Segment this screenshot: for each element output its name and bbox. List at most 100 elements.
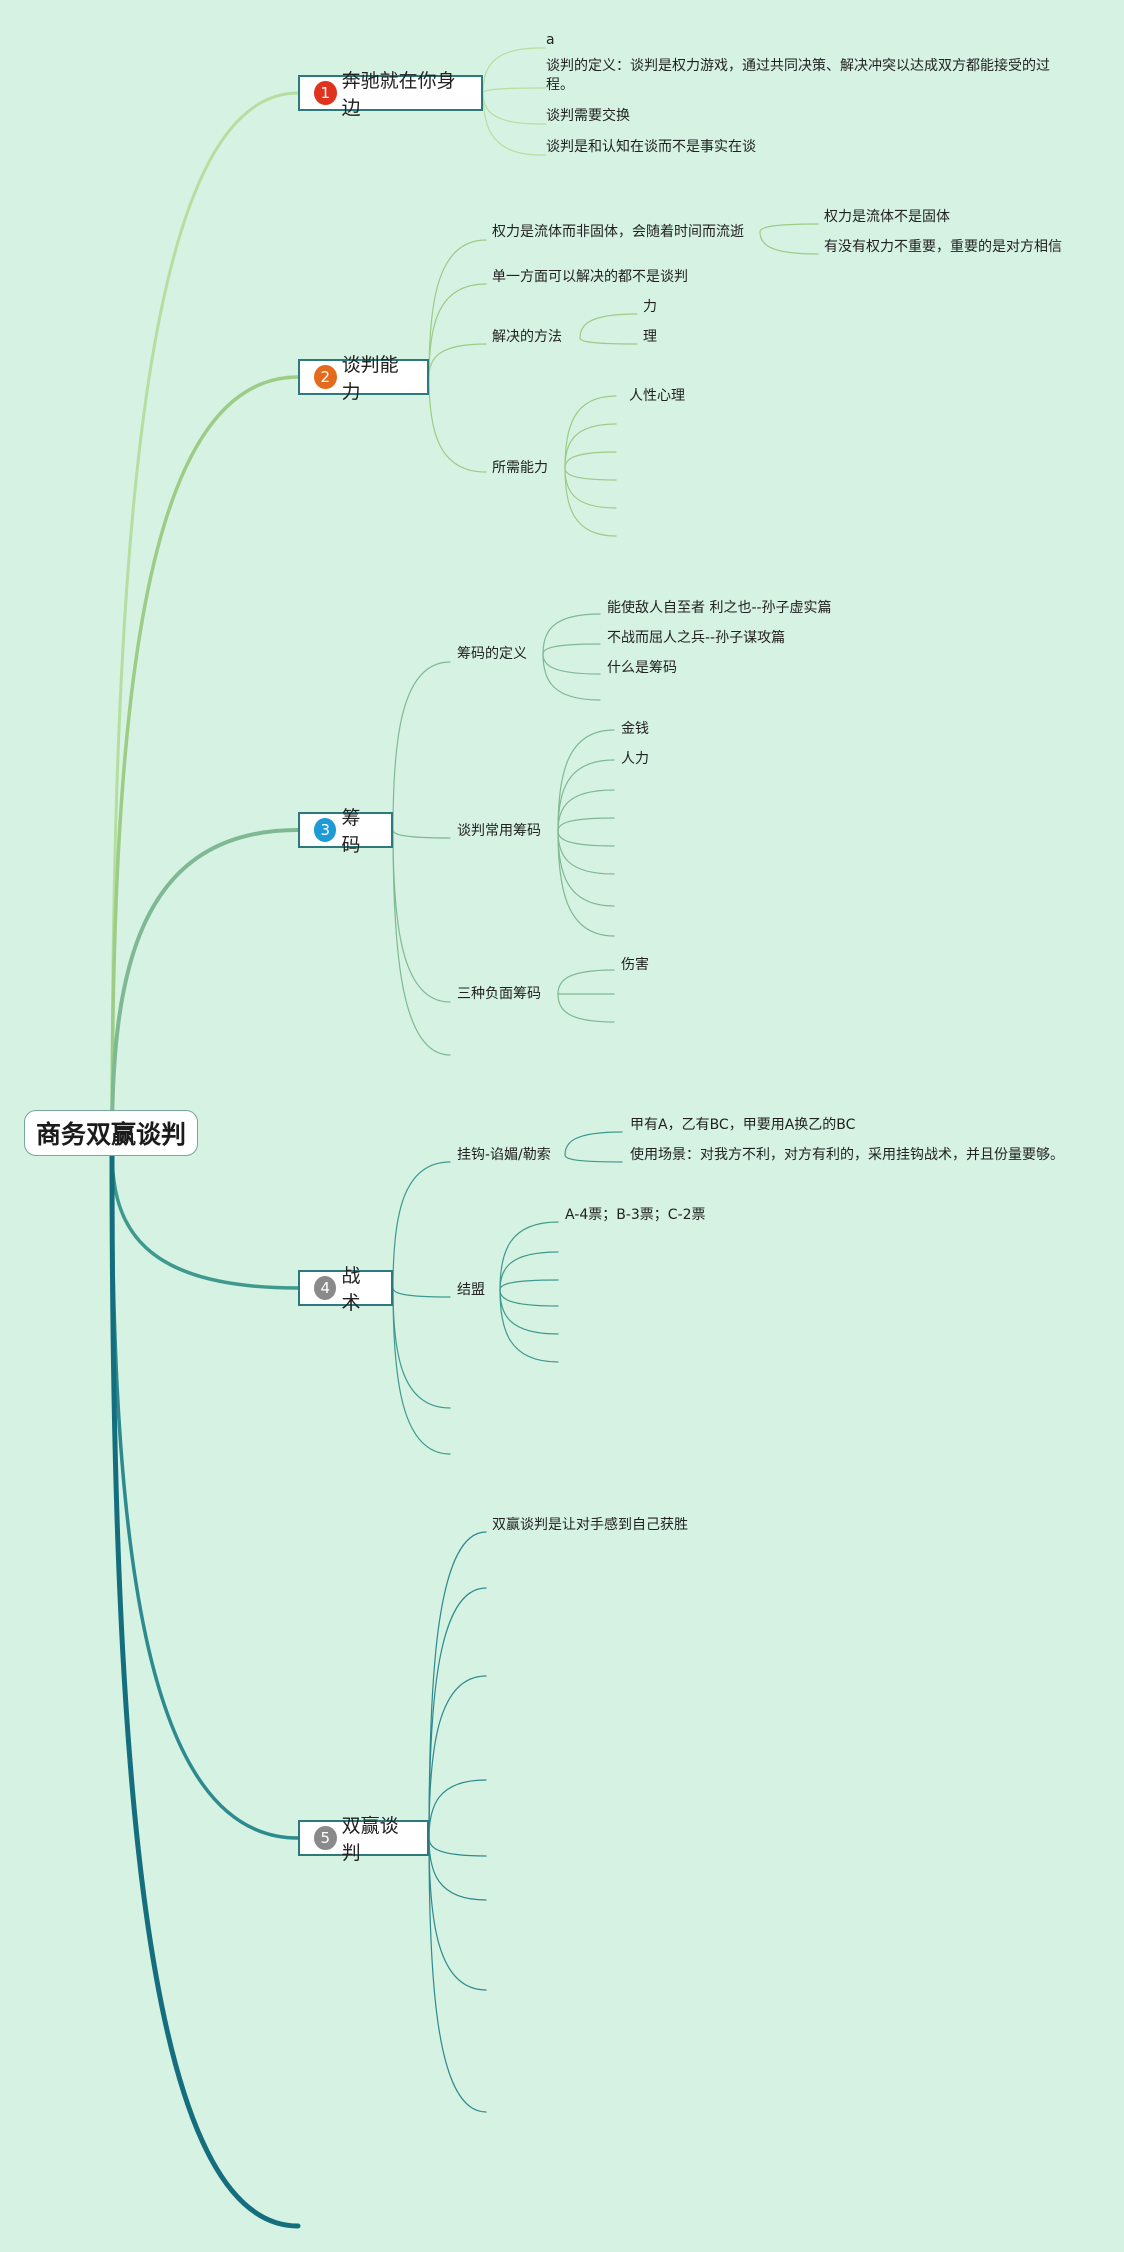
root-topic[interactable]: 商务双赢谈判: [24, 1110, 198, 1156]
trunk-5: [110, 1148, 300, 1840]
trunk-1: [110, 91, 300, 1142]
b2a-link-0: [759, 223, 819, 233]
b4b-link-2: [499, 1279, 559, 1291]
b5-link-0: [428, 1531, 487, 1839]
number-1-badge-icon: 1: [314, 81, 337, 105]
b1-child-3[interactable]: 谈判需要交换: [546, 108, 630, 124]
number-3-badge-icon: 3: [314, 818, 337, 842]
b2-power-fluid[interactable]: 权力是流体而非固体，会随着时间而流逝: [492, 224, 744, 240]
branch-4-label: 战术: [341, 1265, 361, 1314]
b3b-link-5: [557, 830, 615, 875]
b2-methods-sub-2[interactable]: 理: [643, 329, 657, 345]
b2-methods-sub-1[interactable]: 力: [643, 299, 657, 315]
b4-link-0: [392, 1161, 451, 1289]
b2-power-fluid-sub-1[interactable]: 权力是流体不是固体: [824, 209, 950, 225]
b4b-link-4: [499, 1289, 559, 1335]
b1-child-2[interactable]: 谈判的定义：谈判是权力游戏，通过共同决策、解决冲突以达成双方都能接受的过程。: [546, 58, 1050, 93]
b2d-link-1: [564, 423, 617, 469]
branch-5-topic[interactable]: 5 双赢谈判: [298, 1815, 429, 1864]
b3b-link-2: [557, 789, 615, 832]
b3c-link-2: [557, 993, 615, 1023]
b3b-link-4: [557, 830, 615, 847]
b3-def-sub-3[interactable]: 什么是筹码: [607, 660, 677, 676]
b3-common-chips[interactable]: 谈判常用筹码: [457, 823, 541, 839]
trunk-2: [110, 375, 300, 1142]
branch-1-label: 奔驰就在你身边: [341, 70, 456, 119]
branch-2-label: 谈判能力: [341, 354, 399, 403]
b4b-link-3: [499, 1289, 559, 1307]
b4-hook[interactable]: 挂钩-谄媚/勒索: [457, 1147, 551, 1163]
b3-def-sub-1[interactable]: 能使敌人自至者 利之也--孙子虚实篇: [607, 600, 832, 616]
b2c-link-0: [579, 313, 638, 339]
b2d-link-3: [564, 467, 617, 481]
b4b-link-1: [499, 1251, 559, 1291]
b5-link-3: [428, 1779, 487, 1839]
b4a-link-0: [564, 1131, 623, 1156]
b5-child-1[interactable]: 双赢谈判是让对手感到自己获胜: [492, 1517, 688, 1533]
b1-child-1[interactable]: a: [546, 32, 555, 48]
b4b-link-5: [499, 1289, 559, 1363]
b2a-link-1: [759, 231, 819, 255]
b3b-link-3: [557, 817, 615, 832]
b4-link-3: [392, 1287, 451, 1455]
b3a-link-0: [542, 613, 601, 655]
b2d-link-5: [564, 467, 617, 537]
b4a-link-1: [564, 1154, 623, 1163]
b3a-link-2: [542, 653, 601, 675]
b1-link-1: [482, 87, 541, 94]
b3-common-sub-1[interactable]: 金钱: [621, 721, 649, 737]
b3c-link-0: [557, 969, 615, 995]
b5-link-1: [428, 1587, 487, 1839]
trunk-6: [109, 1147, 301, 2229]
b4-link-2: [392, 1287, 451, 1409]
b2-link-1: [428, 283, 487, 378]
b4b-link-0: [499, 1221, 559, 1291]
b3b-link-1: [557, 759, 615, 832]
b3-def-sub-2[interactable]: 不战而屈人之兵--孙子谋攻篇: [607, 630, 786, 646]
b4-alliance-sub-1[interactable]: A-4票；B-3票；C-2票: [565, 1207, 706, 1223]
b3-common-sub-2[interactable]: 人力: [621, 751, 649, 767]
b4-link-1: [392, 1287, 451, 1298]
b4-alliance[interactable]: 结盟: [457, 1282, 485, 1298]
b3-negative-chips[interactable]: 三种负面筹码: [457, 986, 541, 1002]
branch-1-topic[interactable]: 1 奔驰就在你身边: [298, 70, 483, 119]
b2-methods[interactable]: 解决的方法: [492, 329, 562, 345]
b2-abilities-sub-1[interactable]: 人性心理: [629, 388, 685, 404]
b2d-link-4: [564, 467, 617, 509]
b3a-link-1: [542, 643, 601, 655]
number-4-badge-icon: 4: [314, 1276, 337, 1300]
branch-2-topic[interactable]: 2 谈判能力: [298, 354, 429, 403]
b2-single-side[interactable]: 单一方面可以解决的都不是谈判: [492, 269, 688, 285]
b5-link-5: [428, 1837, 487, 1901]
b4-hook-sub-1[interactable]: 甲有A，乙有BC，甲要用A换乙的BC: [630, 1117, 856, 1133]
trunk-4: [110, 1148, 300, 1290]
branch-3-label: 筹码: [341, 807, 361, 856]
number-2-badge-icon: 2: [314, 365, 337, 389]
b3a-link-3: [542, 653, 601, 701]
b2d-link-0: [564, 395, 617, 469]
b2c-link-1: [579, 337, 638, 345]
b3-negative-sub-1[interactable]: 伤害: [621, 957, 649, 973]
b5-link-6: [428, 1837, 487, 1991]
b2d-link-2: [564, 451, 617, 469]
trunk-3: [110, 828, 300, 1142]
b2-abilities[interactable]: 所需能力: [492, 460, 548, 476]
b3b-link-0: [557, 729, 615, 832]
branch-3-topic[interactable]: 3 筹码: [298, 807, 393, 856]
b2-link-3: [428, 376, 487, 473]
b5-link-7: [428, 1837, 487, 2113]
b1-link-2: [482, 92, 541, 125]
number-5-badge-icon: 5: [314, 1826, 337, 1850]
b2-power-fluid-sub-2[interactable]: 有没有权力不重要，重要的是对方相信: [824, 239, 1062, 255]
b5-link-4: [428, 1837, 487, 1857]
b4-hook-sub-2[interactable]: 使用场景：对我方不利，对方有利的，采用挂钩战术，并且份量要够。: [630, 1147, 1064, 1163]
branch-4-topic[interactable]: 4 战术: [298, 1265, 393, 1314]
b3b-link-7: [557, 830, 615, 937]
b2-link-2: [428, 343, 487, 378]
b1-link-3: [482, 92, 541, 156]
b3-link-1: [392, 829, 451, 839]
b1-child-4[interactable]: 谈判是和认知在谈而不是事实在谈: [546, 139, 756, 155]
b3-link-0: [392, 661, 451, 831]
b3-chips-definition[interactable]: 筹码的定义: [457, 646, 527, 662]
